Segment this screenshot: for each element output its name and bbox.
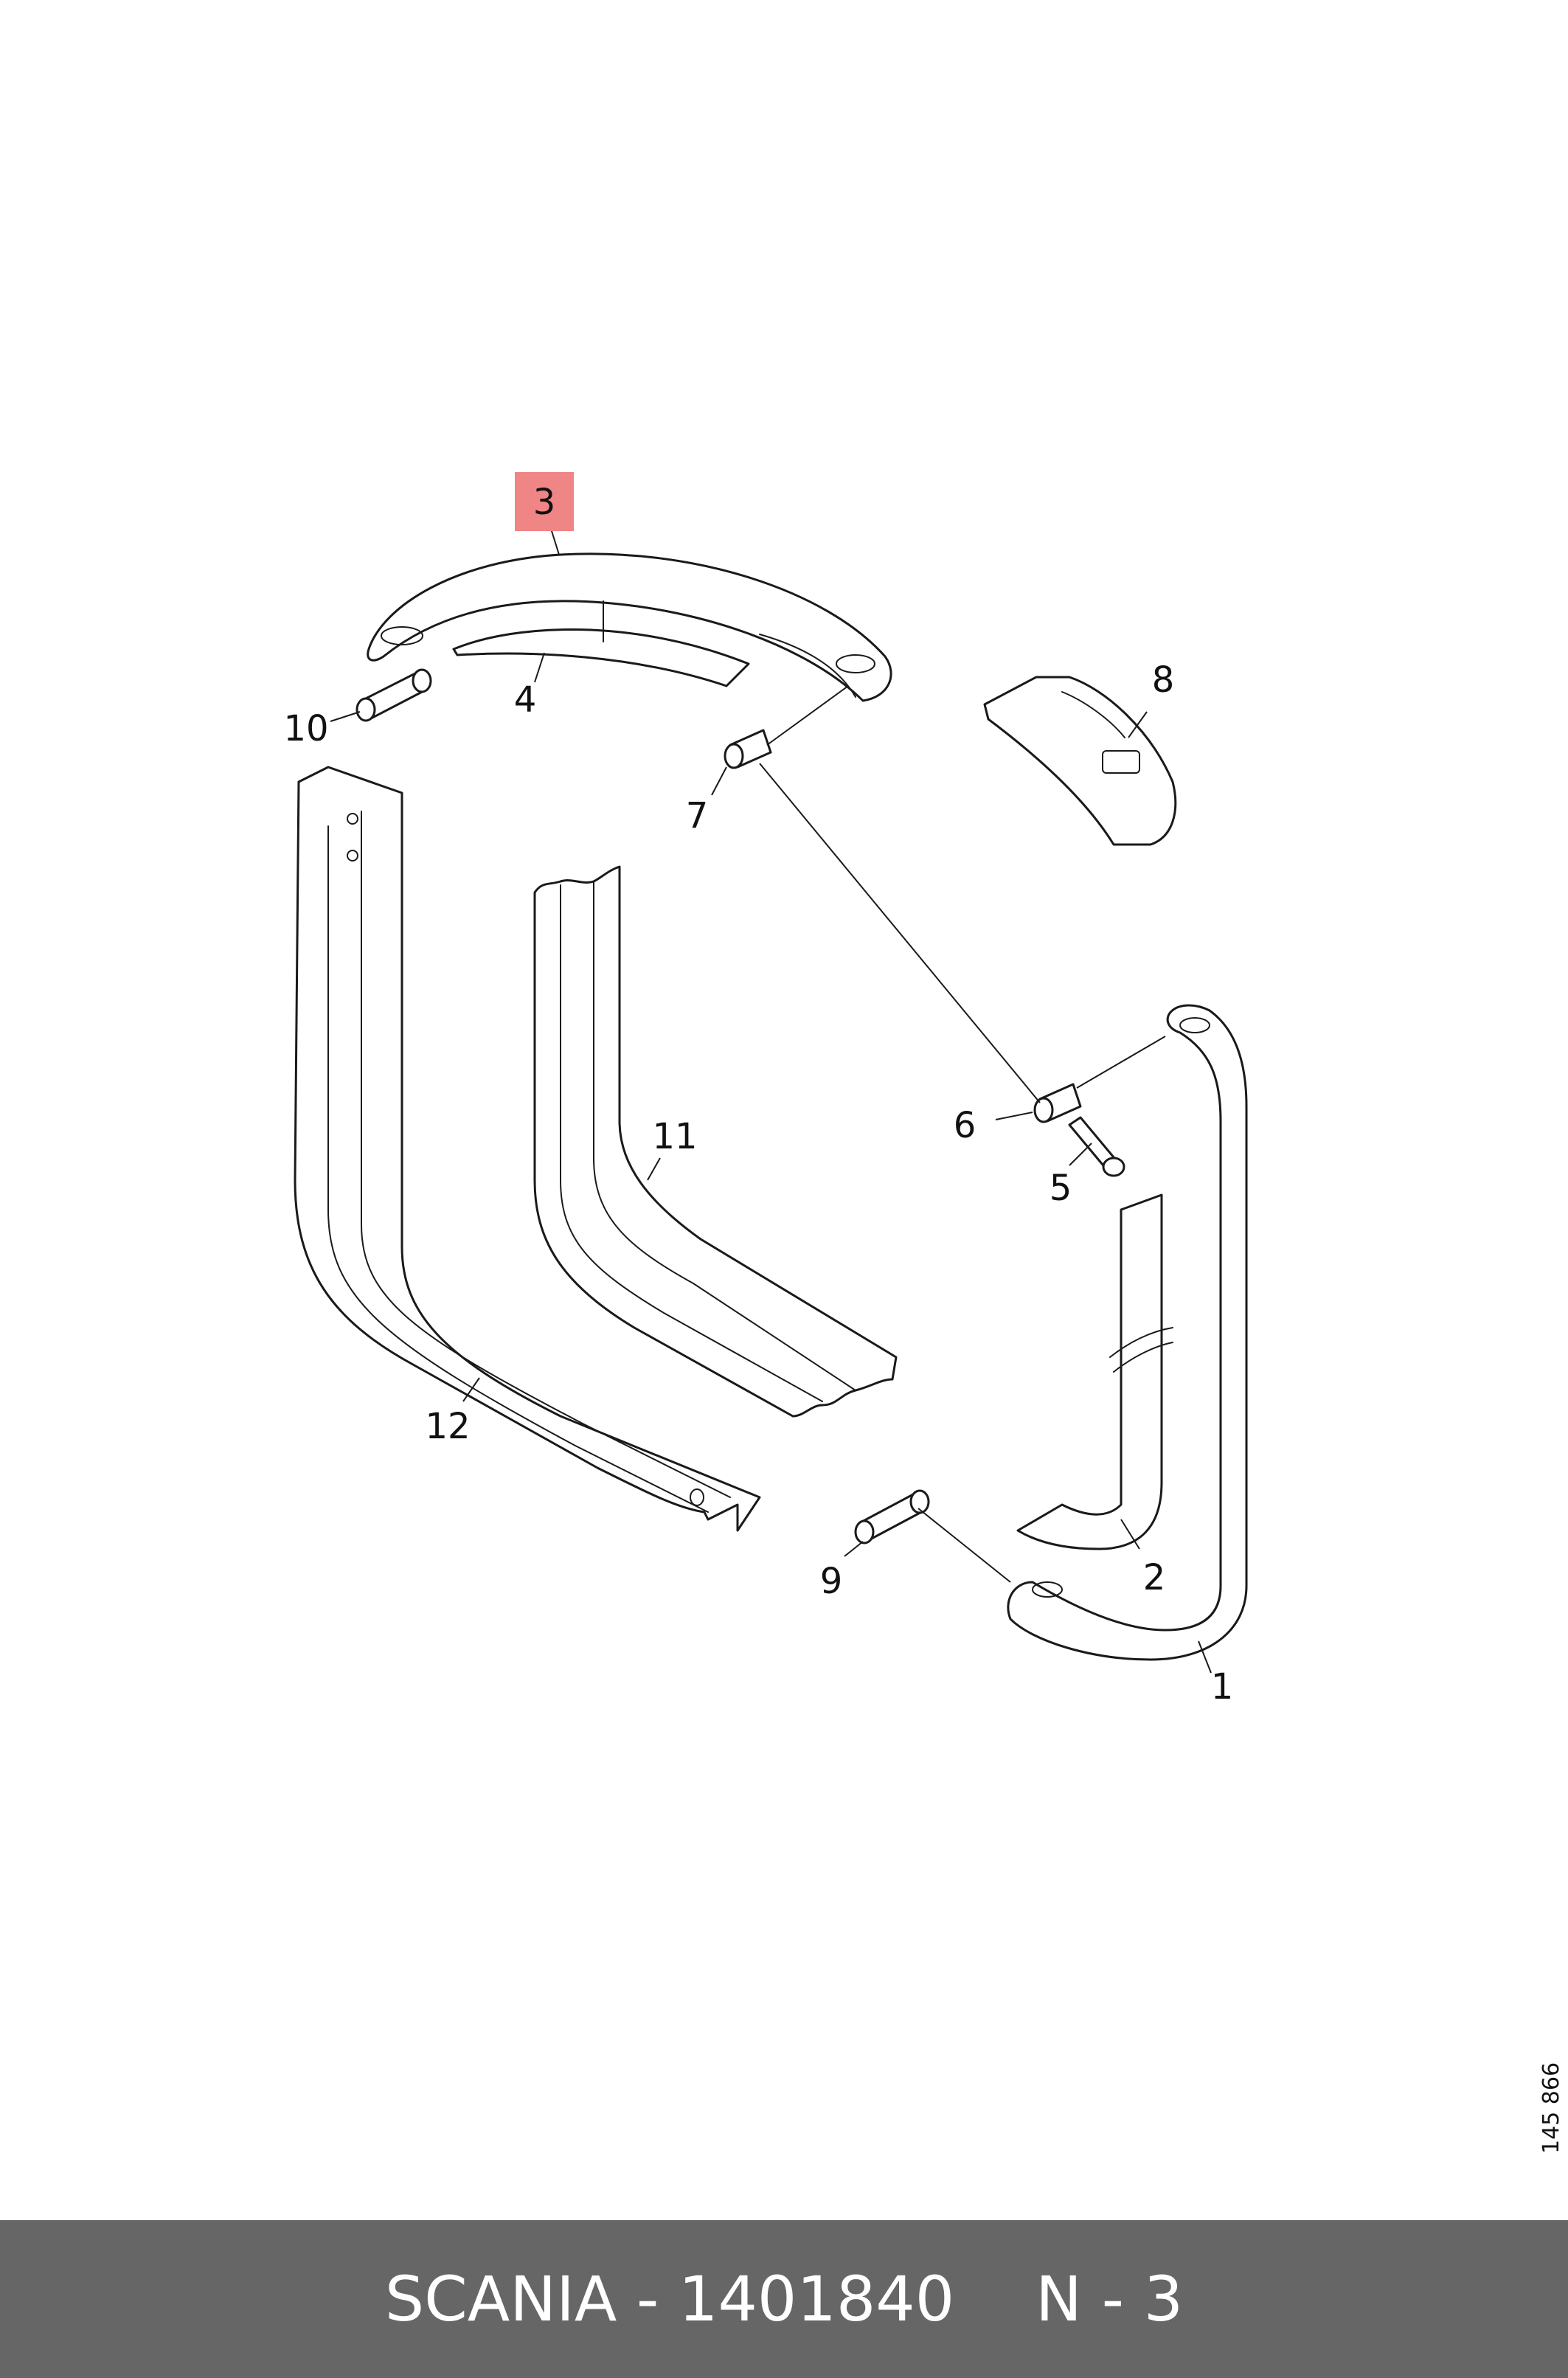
- part-6-bushing: [1033, 1083, 1082, 1123]
- part-4-shim-plate: [452, 600, 750, 687]
- highlight-box: [515, 472, 574, 531]
- callout-12: 12: [425, 1406, 470, 1447]
- callout-3: 3: [533, 482, 556, 523]
- callout-9: 9: [820, 1561, 843, 1602]
- assembly-lines: [759, 685, 1166, 1583]
- part-8-cover-cap: [983, 676, 1177, 846]
- callout-4: 4: [514, 679, 537, 721]
- footer-part-label: SCANIA - 1401840: [384, 2263, 955, 2335]
- callout-11: 11: [652, 1116, 697, 1157]
- part-1-u-strap: [1007, 1004, 1248, 1661]
- part-5-bolt: [1068, 1116, 1125, 1177]
- callout-2: 2: [1143, 1557, 1166, 1598]
- footer-bar: SCANIA - 1401840 N - 3: [0, 2220, 1568, 2378]
- part-3-upper-bracket: [367, 552, 892, 702]
- callout-10: 10: [283, 708, 328, 749]
- exploded-parts-diagram: 1 2 3 4 5 6 7 8 9 10 11 12: [283, 472, 1248, 1708]
- callout-8: 8: [1152, 659, 1175, 701]
- part-12-outer-frame: [294, 766, 761, 1532]
- callout-leaders: [330, 530, 1212, 1674]
- part-7-bushing: [724, 729, 772, 769]
- part-9-pin: [854, 1489, 930, 1545]
- part-2-rubber-liner: [1016, 1193, 1173, 1550]
- drawing-code: 145 866: [1538, 2062, 1564, 2154]
- callout-6: 6: [954, 1105, 976, 1146]
- footer-page-label: N - 3: [1035, 2263, 1184, 2335]
- callout-labels: 1 2 3 4 5 6 7 8 9 10 11 12: [283, 482, 1233, 1708]
- part-10-pin: [355, 668, 432, 722]
- callout-5: 5: [1050, 1168, 1072, 1209]
- callout-1: 1: [1211, 1666, 1234, 1708]
- callout-7: 7: [686, 795, 709, 836]
- part-11-channel-profile: [533, 865, 898, 1418]
